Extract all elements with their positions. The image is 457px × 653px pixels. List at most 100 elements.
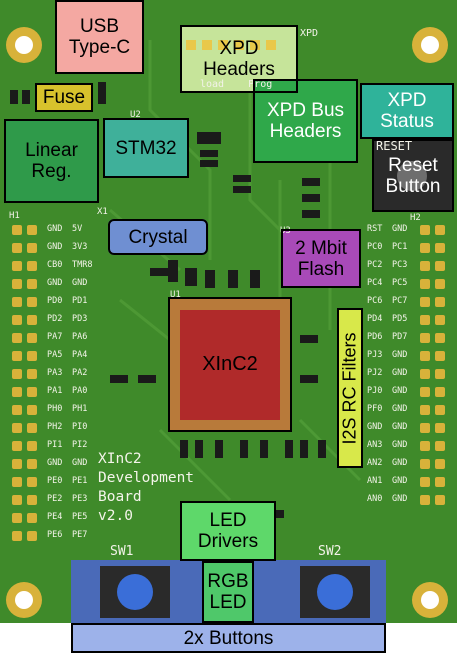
header-pad — [12, 441, 22, 451]
left-pin-label: GND — [47, 224, 63, 234]
u1-silk: U1 — [170, 290, 181, 300]
right-pin-label: PC3 — [392, 260, 408, 270]
right-pin-label: GND — [392, 422, 408, 432]
header-pad — [435, 423, 445, 433]
right-pin-label: PC1 — [392, 242, 408, 252]
header-pad — [27, 531, 37, 541]
header-pad — [27, 351, 37, 361]
board-title: XInC2 Development Board v2.0 — [98, 451, 195, 524]
header-pad — [12, 279, 22, 289]
header-pad — [27, 225, 37, 235]
fuse-label: Fuse — [35, 83, 93, 112]
right-pin-label: GND — [392, 368, 408, 378]
rgb-led-body — [202, 561, 254, 623]
stm32-label: STM32 — [103, 118, 189, 178]
left-pin-label: GND — [72, 458, 88, 468]
header-pad — [27, 423, 37, 433]
xinc2-label: XInC2 — [168, 297, 292, 432]
right-pin-label: PD5 — [392, 314, 408, 324]
header-pad — [420, 495, 430, 505]
left-pin-label: PH1 — [72, 404, 88, 414]
xpd-status-label: XPD Status — [360, 83, 454, 139]
right-pin-label: PC0 — [367, 242, 383, 252]
header-pad — [12, 513, 22, 523]
linear-reg-body — [4, 120, 98, 203]
right-pin-label: AN0 — [367, 494, 383, 504]
left-pin-label: GND — [47, 458, 63, 468]
xpd-headers-label: XPD Headers — [180, 25, 298, 93]
left-pin-label: 5V — [72, 224, 83, 234]
left-pin-label: PE4 — [47, 512, 63, 522]
left-pin-label: PI0 — [72, 422, 88, 432]
right-pin-label: PC6 — [367, 296, 383, 306]
right-pin-label: GND — [392, 476, 408, 486]
xinc2-chip-core — [180, 310, 280, 420]
right-pin-label: PJ2 — [367, 368, 383, 378]
left-pin-label: TMR8 — [72, 260, 93, 270]
header-pad — [27, 477, 37, 487]
left-pin-label: PH2 — [47, 422, 63, 432]
header-pad — [12, 243, 22, 253]
header-pad — [420, 243, 430, 253]
header-pad — [12, 261, 22, 271]
left-pin-label: PE1 — [72, 476, 88, 486]
left-pin-label: PE2 — [47, 494, 63, 504]
mounting-holes — [6, 27, 448, 618]
header-pad — [12, 315, 22, 325]
usb-type-c-label: USB Type-C — [55, 0, 144, 74]
header-pad — [12, 225, 22, 235]
sw1-cap — [117, 574, 153, 610]
flash-body — [281, 229, 361, 288]
crystal-body — [108, 219, 208, 255]
load-prog-silk: load Prog — [200, 79, 273, 90]
header-pad — [27, 315, 37, 325]
u3-silk: U3 — [280, 226, 291, 236]
right-pin-label: AN1 — [367, 476, 383, 486]
header-pad — [27, 243, 37, 253]
i2s-rc-filters-label: I2S RC Filters — [337, 308, 363, 468]
right-pin-label: GND — [392, 350, 408, 360]
header-pad — [27, 459, 37, 469]
left-pin-label: GND — [72, 278, 88, 288]
left-pin-label: CB0 — [47, 260, 63, 270]
header-pad — [420, 333, 430, 343]
left-pin-label: GND — [47, 278, 63, 288]
u2-silk: U2 — [130, 110, 141, 120]
header-pad — [420, 279, 430, 289]
header-pad — [420, 261, 430, 271]
i2s-rc-filters-text: I2S RC Filters — [339, 331, 360, 445]
xpd-bus-headers-label: XPD Bus Headers — [253, 79, 358, 163]
passive-components — [10, 82, 326, 518]
header-pad — [420, 351, 430, 361]
pcb-board — [0, 0, 457, 623]
right-pin-label: PC7 — [392, 296, 408, 306]
header-pad — [435, 369, 445, 379]
header-pad — [12, 351, 22, 361]
right-pin-label: PD6 — [367, 332, 383, 342]
left-pin-label: PA6 — [72, 332, 88, 342]
header-pad — [420, 387, 430, 397]
header-pad — [435, 441, 445, 451]
right-header-pads — [420, 225, 445, 505]
xpd-bus-header-body — [254, 79, 358, 163]
header-pad — [435, 351, 445, 361]
stm32-body — [103, 118, 189, 178]
led-drivers-label: LED Drivers — [180, 501, 276, 561]
header-pad — [27, 279, 37, 289]
left-pin-label: PI1 — [47, 440, 63, 450]
header-pad — [12, 387, 22, 397]
header-pad — [435, 261, 445, 271]
xpd-silk: XPD — [300, 28, 319, 39]
left-pin-label: PE5 — [72, 512, 88, 522]
header-pad — [435, 225, 445, 235]
header-pad — [420, 297, 430, 307]
header-pad — [27, 261, 37, 271]
reset-silk: RESET — [376, 139, 413, 153]
header-pad — [27, 297, 37, 307]
header-pad — [12, 333, 22, 343]
xpd-status-body — [361, 83, 454, 139]
header-pad — [435, 477, 445, 487]
header-pad — [12, 495, 22, 505]
sw2-cap — [317, 574, 353, 610]
header-pad — [435, 459, 445, 469]
